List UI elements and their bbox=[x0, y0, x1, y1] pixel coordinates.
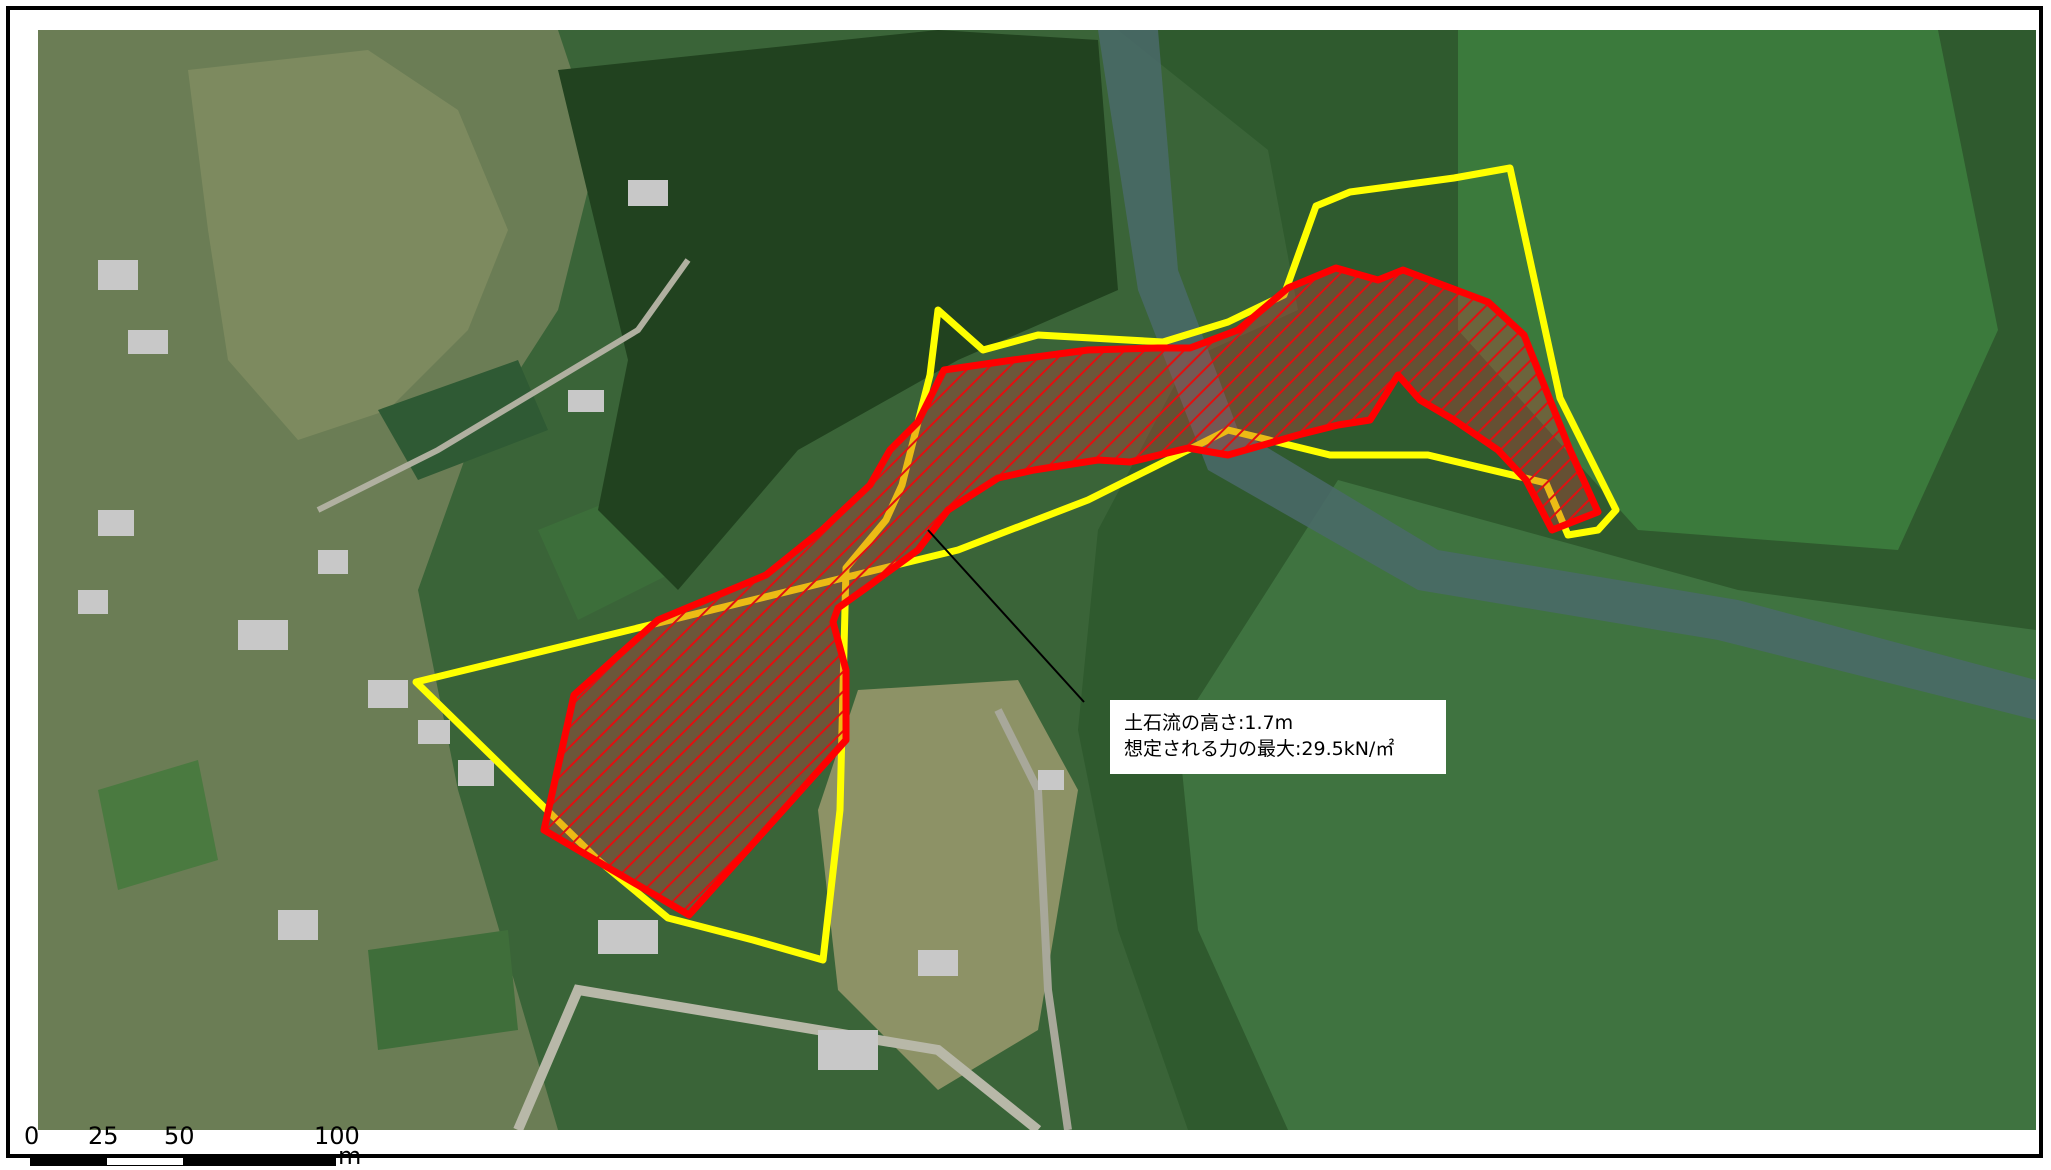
road-main bbox=[513, 984, 1042, 1130]
tea-field-1 bbox=[378, 360, 548, 480]
rice-terraces bbox=[818, 680, 1078, 1090]
scale-tick-0: 0 bbox=[24, 1122, 40, 1150]
scale-unit: m bbox=[338, 1142, 362, 1170]
road-side bbox=[994, 708, 1072, 1130]
scale-tick-50: 50 bbox=[164, 1122, 195, 1150]
forest-center bbox=[558, 30, 1118, 590]
map-frame: 土石流の高さ:1.7m 想定される力の最大:29.5kN/㎡ bbox=[6, 6, 2043, 1158]
houses bbox=[78, 180, 1064, 1070]
terraced-fields bbox=[188, 50, 508, 440]
forest-top-right bbox=[1458, 30, 1998, 550]
aerial-photo bbox=[38, 30, 2036, 1130]
river bbox=[1098, 30, 2036, 720]
callout-leader-line bbox=[927, 529, 1085, 703]
warning-zone-outline bbox=[412, 164, 1620, 964]
road-upper bbox=[316, 258, 691, 513]
tea-field-3 bbox=[98, 760, 218, 890]
callout-box: 土石流の高さ:1.7m 想定される力の最大:29.5kN/㎡ bbox=[1110, 700, 1446, 774]
aerial-map: 土石流の高さ:1.7m 想定される力の最大:29.5kN/㎡ bbox=[38, 30, 2036, 1130]
debris-flow-hazard-area bbox=[540, 264, 1602, 919]
scale-bar: 0 25 50 100 m bbox=[24, 1124, 364, 1168]
max-force-label: 想定される力の最大:29.5kN/㎡ bbox=[1124, 738, 1395, 760]
scale-tick-100: 100 bbox=[314, 1122, 360, 1150]
scale-tick-25: 25 bbox=[88, 1122, 119, 1150]
debris-flow-height-label: 土石流の高さ:1.7m bbox=[1124, 712, 1294, 734]
scale-bar-graphic bbox=[30, 1157, 336, 1166]
tea-field-4 bbox=[368, 930, 518, 1050]
